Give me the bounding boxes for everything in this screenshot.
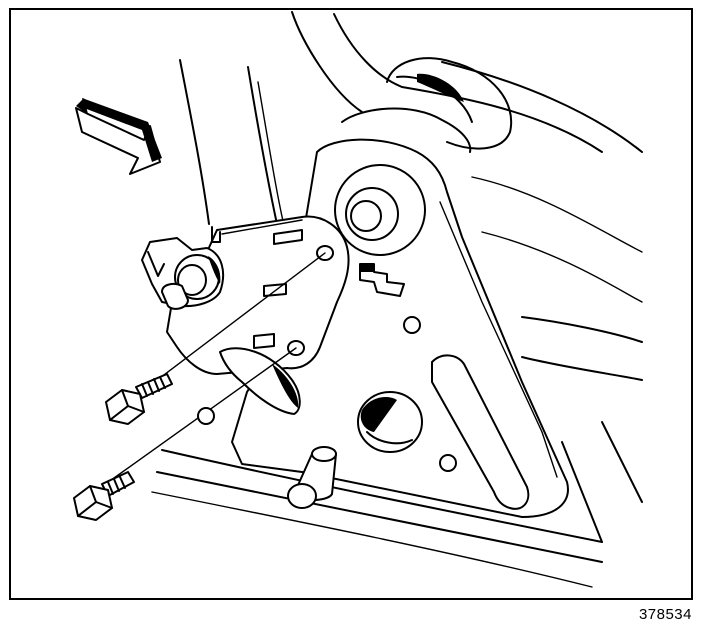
technical-illustration — [73, 11, 643, 588]
pivot-bushing — [334, 164, 426, 256]
lower-pin — [287, 446, 337, 509]
frame-hole — [197, 407, 215, 425]
upper-pivot-roller — [341, 57, 513, 153]
bolt-icon — [73, 471, 135, 521]
forward-arrow-icon — [75, 98, 162, 175]
adjuster-knob — [357, 391, 423, 453]
figure-frame — [9, 8, 693, 600]
seat-frame-background — [151, 11, 643, 588]
seat-position-switch — [141, 237, 225, 310]
bolt-icon — [105, 373, 173, 425]
figure-id-label: 378534 — [638, 606, 692, 623]
